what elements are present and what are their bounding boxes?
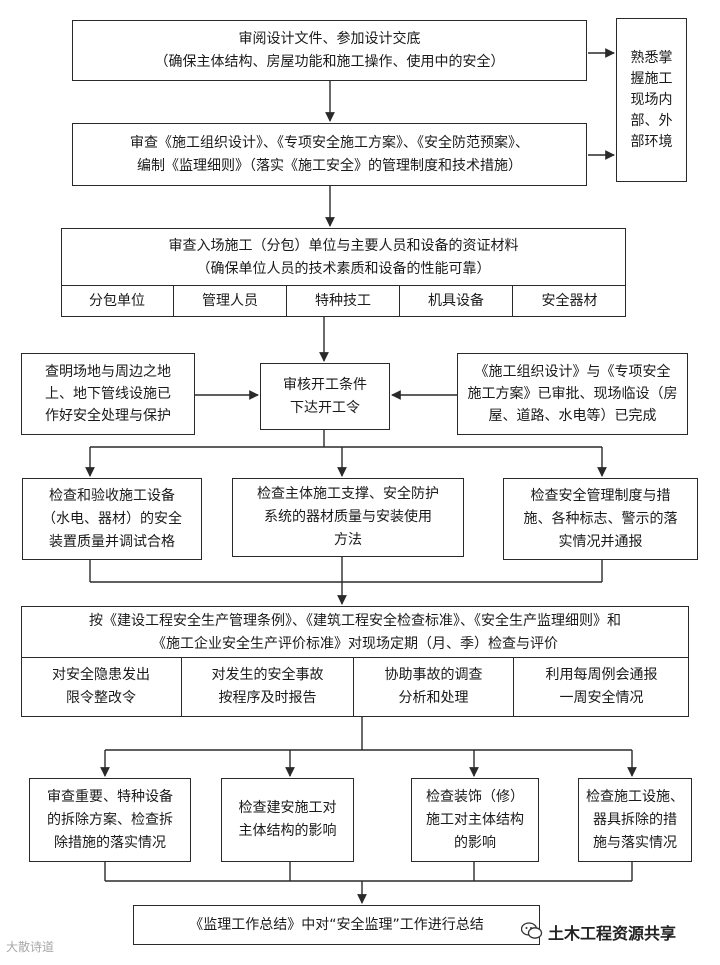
- check-equipment-line1: 检查和验收施工设备: [49, 487, 175, 504]
- qualification-review-box: 审查入场施工（分包）单位与主要人员和设备的资证材料 （确保单位人员的技术素质和设…: [61, 228, 626, 317]
- facility-dismantle-line2: 器具拆除的措: [593, 811, 677, 828]
- dismantle-plan-line1: 审查重要、特种设备: [47, 788, 173, 805]
- rectification-line2: 限令整改令: [66, 690, 136, 706]
- site-environment-line4: 部、外: [630, 112, 673, 129]
- review-design-line2: （确保主体结构、房屋功能和施工操作、使用中的安全）: [154, 53, 505, 70]
- review-design-box: 审阅设计文件、参加设计交底 （确保主体结构、房屋功能和施工操作、使用中的安全）: [72, 20, 587, 81]
- accident-report-line1: 对发生的安全事故: [211, 667, 324, 683]
- check-support-line3: 方法: [334, 532, 362, 548]
- start-conditions-box: 审核开工条件 下达开工令: [260, 363, 390, 430]
- qualification-review-header: 审查入场施工（分包）单位与主要人员和设备的资证材料 （确保单位人员的技术素质和设…: [169, 229, 519, 286]
- check-support-box: 检查主体施工支撑、安全防护 系统的器材质量与安装使用 方法: [232, 478, 464, 557]
- site-pipeline-box: 查明场地与周边之地 上、地下管线设施已 作好安全处理与保护: [21, 353, 195, 435]
- facility-dismantle-line3: 施与落实情况: [593, 834, 677, 851]
- plans-approved-line3: 屋、道路、水电等）已完成: [488, 408, 657, 424]
- cell-machinery: 机具设备: [428, 293, 484, 309]
- dismantle-plan-line2: 的拆除方案、检查拆: [47, 811, 173, 828]
- plans-approved-line2: 施工方案》已审批、现场临设（房: [467, 386, 678, 402]
- weekly-meeting-line1: 利用每周例会通报: [545, 667, 658, 683]
- review-plans-box: 审查《施工组织设计》、《专项安全施工方案》、《安全防范预案》、 编制《监理细则》…: [72, 123, 587, 186]
- inspection-cell-divider-1: [181, 657, 183, 717]
- site-environment-line2: 握施工: [630, 70, 673, 87]
- rectification-line1: 对安全隐患发出: [52, 667, 150, 683]
- facility-dismantle-line1: 检查施工设施、: [586, 788, 684, 805]
- periodic-inspection-line1: 按《建设工程安全生产管理条例》、《建筑工程安全检查标准》、《安全生产监理细则》和: [89, 613, 621, 629]
- check-management-box: 检查安全管理制度与措 施、各种标志、警示的落 实情况并通报: [503, 478, 698, 560]
- decoration-impact-box: 检查装饰（修） 施工对主体结构 的影响: [411, 778, 539, 862]
- qualification-cell-divider-3: [399, 285, 401, 317]
- site-pipeline-line1: 查明场地与周边之地: [45, 364, 171, 380]
- plans-approved-line1: 《施工组织设计》与《专项安全: [474, 364, 671, 380]
- qualification-cell-divider-1: [173, 285, 175, 317]
- site-pipeline-line3: 作好安全处理与保护: [45, 408, 171, 424]
- cell-safety-equipment: 安全器材: [541, 293, 598, 309]
- site-environment-line1: 熟悉掌: [630, 49, 673, 66]
- site-environment-line5: 部环境: [630, 133, 673, 150]
- inspection-cell-divider-3: [513, 657, 515, 717]
- periodic-inspection-line2: 《施工企业安全生产评价标准》对现场定期（月、季）检查与评价: [152, 636, 558, 652]
- wechat-icon: [521, 922, 543, 939]
- qualification-divider: [61, 285, 626, 287]
- facility-dismantle-box: 检查施工设施、 器具拆除的措 施与落实情况: [578, 778, 692, 862]
- cell-accident-investigation: 协助事故的调查 分析和处理: [354, 658, 513, 716]
- structure-impact-box: 检查建安施工对 主体结构的影响: [221, 778, 354, 862]
- periodic-inspection-header: 按《建设工程安全生产管理条例》、《建筑工程安全检查标准》、《安全生产监理细则》和…: [89, 607, 621, 659]
- qualification-review-line1: 审查入场施工（分包）单位与主要人员和设备的资证材料: [168, 237, 519, 254]
- start-conditions-line2: 下达开工令: [290, 399, 360, 416]
- review-plans-line1: 审查《施工组织设计》、《专项安全施工方案》、《安全防范预案》、: [130, 134, 529, 151]
- structure-impact-line2: 主体结构的影响: [238, 823, 337, 839]
- start-conditions-line1: 审核开工条件: [283, 376, 367, 393]
- qualification-review-line2: （确保单位人员的技术素质和设备的性能可靠）: [196, 260, 491, 277]
- cell-weekly-meeting: 利用每周例会通报 一周安全情况: [514, 658, 689, 716]
- check-equipment-box: 检查和验收施工设备 （水电、器材）的安全 装置质量并调试合格: [22, 478, 202, 560]
- dismantle-plan-line3: 除措施的落实情况: [54, 834, 166, 851]
- cell-subcontractor: 分包单位: [89, 293, 145, 309]
- plans-approved-box: 《施工组织设计》与《专项安全 施工方案》已审批、现场临设（房 屋、道路、水电等）…: [457, 353, 688, 435]
- periodic-inspection-divider: [21, 657, 689, 659]
- work-summary-line1: 《监理工作总结》中对“安全监理”工作进行总结: [189, 916, 484, 933]
- cell-accident-report: 对发生的安全事故 按程序及时报告: [182, 658, 353, 716]
- check-management-line1: 检查安全管理制度与措: [530, 487, 671, 504]
- check-support-line2: 系统的器材质量与安装使用: [264, 509, 432, 525]
- periodic-inspection-box: 按《建设工程安全生产管理条例》、《建筑工程安全检查标准》、《安全生产监理细则》和…: [21, 606, 689, 717]
- cell-special-technicians: 特种技工: [315, 293, 371, 309]
- check-management-line2: 施、各种标志、警示的落: [523, 510, 678, 527]
- decoration-impact-line3: 的影响: [454, 834, 496, 851]
- check-equipment-line2: （水电、器材）的安全: [42, 510, 182, 527]
- qualification-cell-divider-4: [512, 285, 514, 317]
- structure-impact-line1: 检查建安施工对: [238, 800, 337, 816]
- dismantle-plan-box: 审查重要、特种设备 的拆除方案、检查拆 除措施的落实情况: [29, 778, 191, 862]
- site-environment-line3: 现场内: [630, 91, 673, 108]
- accident-report-line2: 按程序及时报告: [218, 690, 317, 706]
- cell-rectification-order: 对安全隐患发出 限令整改令: [21, 658, 181, 716]
- qualification-cell-divider-2: [286, 285, 288, 317]
- work-summary-box: 《监理工作总结》中对“安全监理”工作进行总结: [133, 905, 540, 945]
- check-management-line3: 实情况并通报: [558, 533, 643, 550]
- cell-management-staff: 管理人员: [202, 293, 258, 309]
- site-environment-box: 熟悉掌 握施工 现场内 部、外 部环境: [616, 18, 687, 182]
- investigation-line1: 协助事故的调查: [384, 667, 483, 683]
- check-equipment-line3: 装置质量并调试合格: [49, 533, 175, 550]
- inspection-cell-divider-2: [353, 657, 355, 717]
- site-pipeline-line2: 上、地下管线设施已: [45, 386, 171, 402]
- review-design-line1: 审阅设计文件、参加设计交底: [238, 30, 421, 47]
- watermark-left: 大散诗道: [6, 940, 55, 954]
- investigation-line2: 分析和处理: [398, 690, 469, 706]
- decoration-impact-line1: 检查装饰（修）: [426, 788, 524, 805]
- weekly-meeting-line2: 一周安全情况: [559, 690, 644, 706]
- check-support-line1: 检查主体施工支撑、安全防护: [257, 486, 439, 502]
- decoration-impact-line2: 施工对主体结构: [426, 811, 524, 828]
- review-plans-line2: 编制《监理细则》（落实《施工安全》的管理制度和技术措施）: [137, 157, 522, 174]
- watermark-right: 土木工程资源共享: [548, 924, 677, 943]
